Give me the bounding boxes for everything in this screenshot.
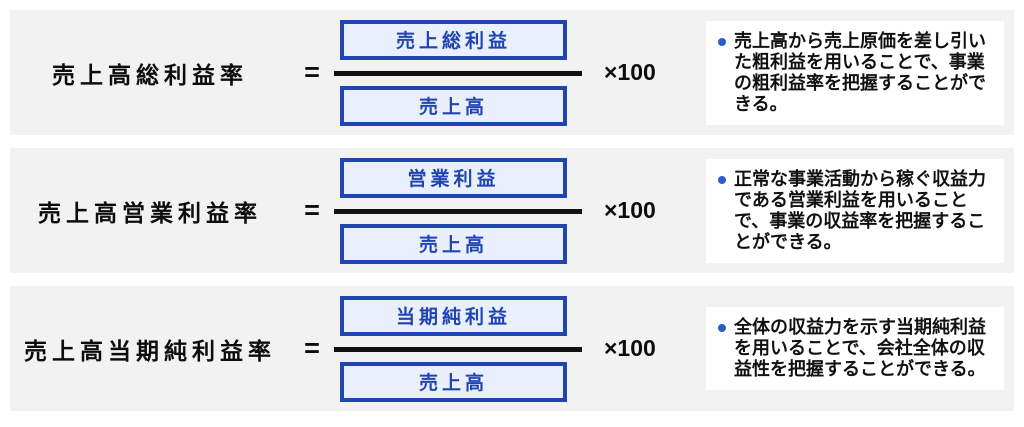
numerator-box: 当期純利益 bbox=[340, 295, 567, 336]
profit-margin-formulas-diagram: 売上高総利益率 = 売上総利益 売上高 ×100 売上高から売上原価を差し引いた… bbox=[10, 10, 1014, 411]
description-card: 全体の収益力を示す当期純利益を用いることで、会社全体の収益性を把握することができ… bbox=[706, 307, 1004, 390]
fraction: 当期純利益 売上高 bbox=[334, 295, 582, 402]
formula-label: 売上高総利益率 bbox=[52, 61, 248, 88]
description-card: 売上高から売上原価を差し引いた粗利益を用いることで、事業の粗利益率を把握すること… bbox=[706, 20, 1004, 125]
formula-row-operating-margin: 売上高営業利益率 = 営業利益 売上高 ×100 正常な事業活動から稼ぐ収益力で… bbox=[10, 148, 1014, 273]
numerator-label: 売上総利益 bbox=[395, 31, 511, 52]
multiplier-x100: ×100 bbox=[604, 335, 656, 361]
formula-label: 売上高営業利益率 bbox=[38, 199, 262, 226]
description-text: 正常な事業活動から稼ぐ収益力である営業利益を用いることで、事業の収益率を把握する… bbox=[734, 168, 986, 252]
fraction-bar bbox=[334, 346, 582, 352]
equals-sign: = bbox=[304, 333, 320, 363]
formula-row-net-margin: 売上高当期純利益率 = 当期純利益 売上高 ×100 全体の収益力を示す当期純利… bbox=[10, 286, 1014, 411]
denominator-box: 売上高 bbox=[340, 361, 567, 402]
description-text: 売上高から売上原価を差し引いた粗利益を用いることで、事業の粗利益率を把握すること… bbox=[734, 30, 986, 114]
numerator-label: 営業利益 bbox=[407, 169, 500, 190]
fraction: 売上総利益 売上高 bbox=[334, 19, 582, 126]
bullet-icon bbox=[718, 37, 726, 46]
numerator-box: 営業利益 bbox=[340, 157, 567, 198]
denominator-box: 売上高 bbox=[340, 223, 567, 264]
equals-sign: = bbox=[304, 195, 320, 225]
denominator-box: 売上高 bbox=[340, 85, 567, 126]
fraction-bar bbox=[334, 70, 582, 76]
equals-sign: = bbox=[304, 57, 320, 87]
numerator-box: 売上総利益 bbox=[340, 19, 567, 60]
bullet-icon bbox=[718, 324, 726, 332]
fraction-bar bbox=[334, 208, 582, 214]
denominator-label: 売上高 bbox=[418, 373, 488, 394]
bullet-icon bbox=[718, 175, 726, 184]
description-card: 正常な事業活動から稼ぐ収益力である営業利益を用いることで、事業の収益率を把握する… bbox=[706, 158, 1004, 263]
description-text: 全体の収益力を示す当期純利益を用いることで、会社全体の収益性を把握することができ… bbox=[734, 317, 986, 379]
denominator-label: 売上高 bbox=[418, 97, 488, 118]
formula-row-gross-margin: 売上高総利益率 = 売上総利益 売上高 ×100 売上高から売上原価を差し引いた… bbox=[10, 10, 1014, 135]
numerator-label: 当期純利益 bbox=[395, 307, 511, 328]
denominator-label: 売上高 bbox=[418, 235, 488, 256]
fraction: 営業利益 売上高 bbox=[334, 157, 582, 264]
multiplier-x100: ×100 bbox=[604, 59, 656, 85]
formula-label: 売上高当期純利益率 bbox=[24, 337, 276, 364]
multiplier-x100: ×100 bbox=[604, 197, 656, 223]
